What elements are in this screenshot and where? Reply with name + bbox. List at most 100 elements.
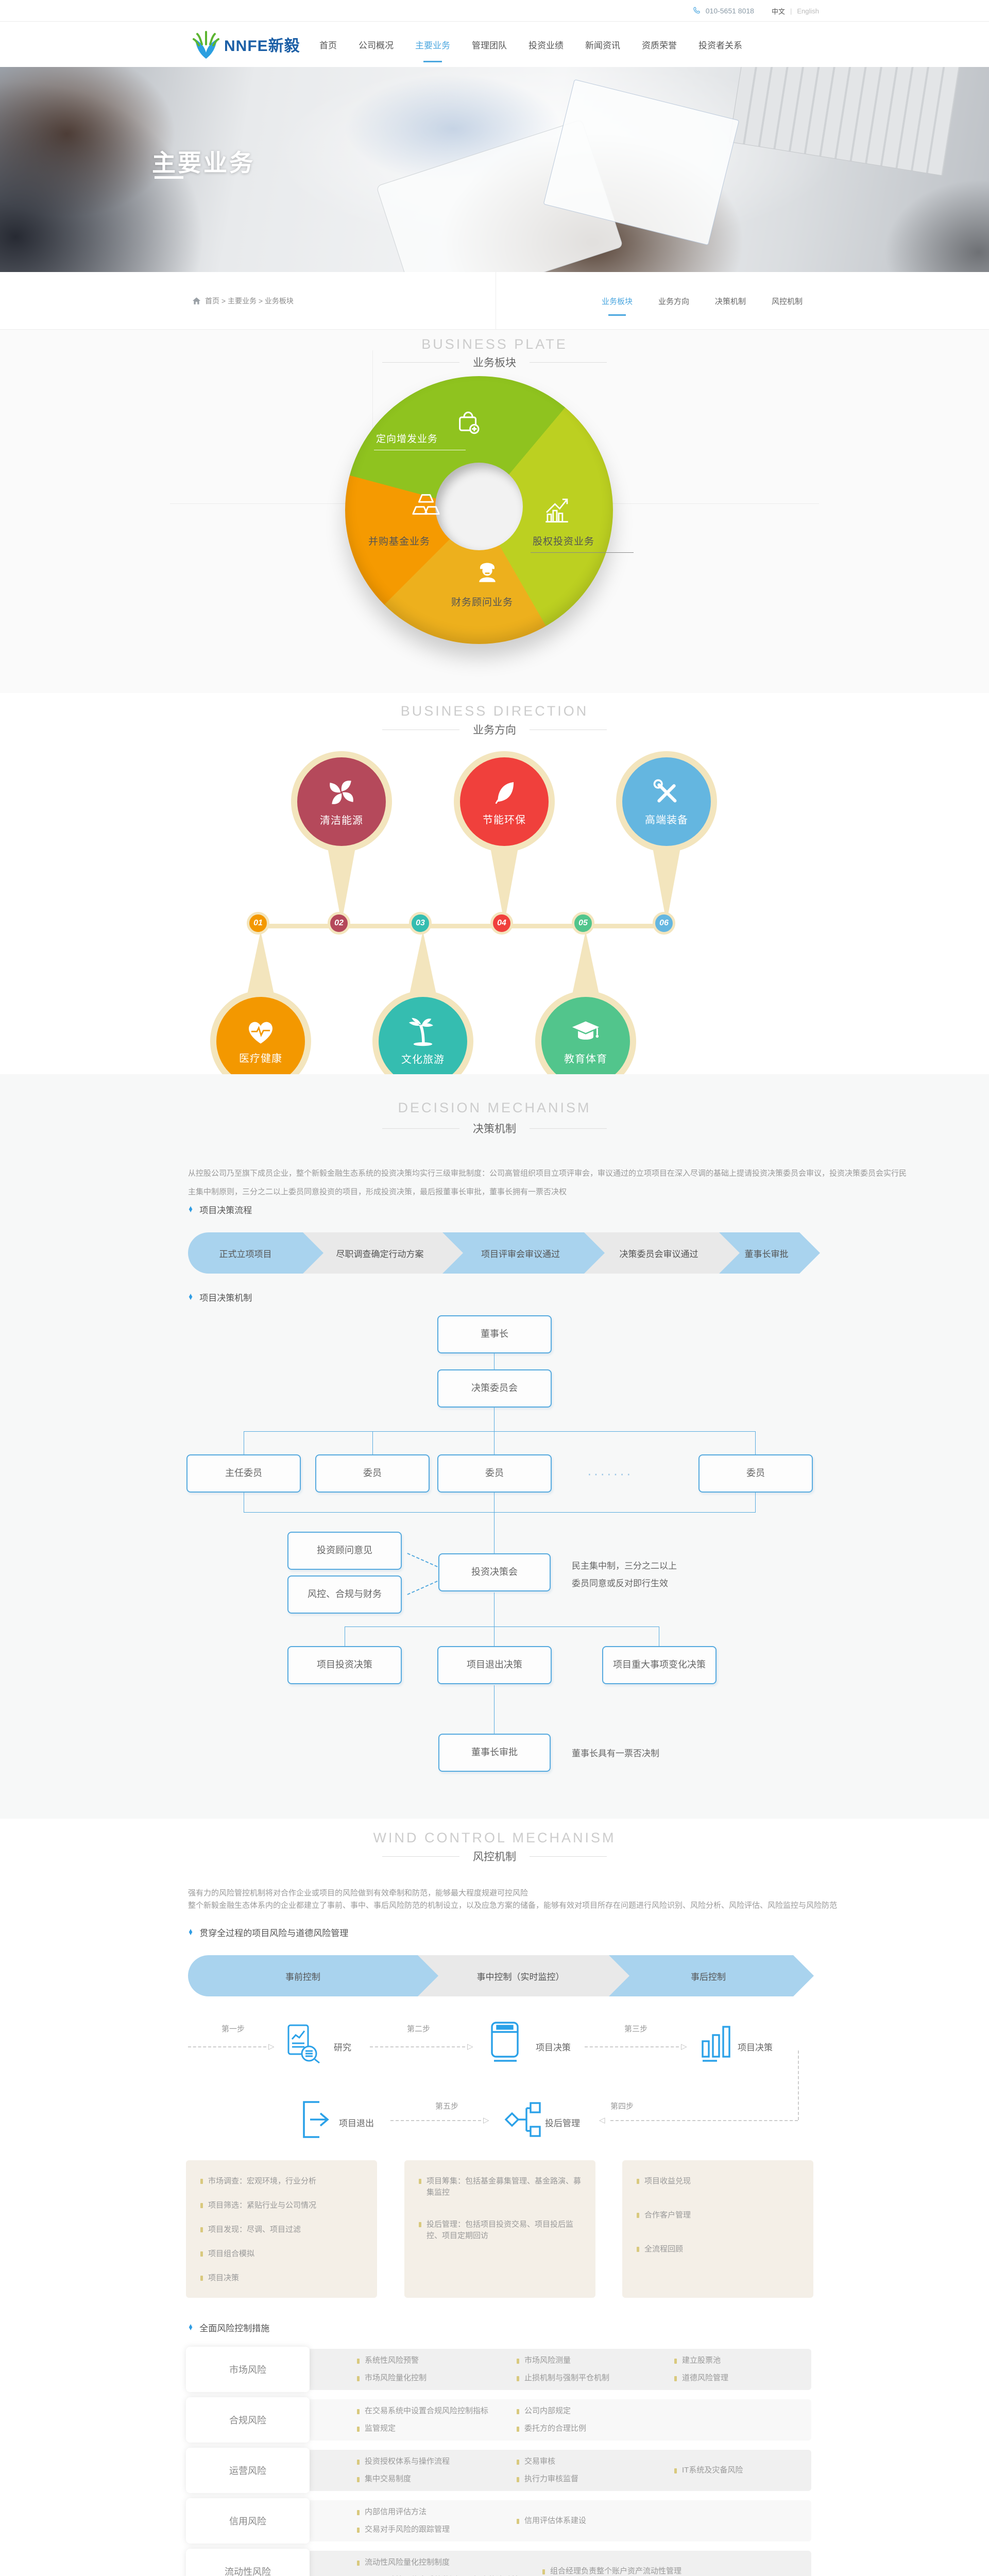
bullet-marker [674, 2376, 677, 2381]
main-nav: 首页 公司概况 主要业务 管理团队 投资业绩 新闻资讯 资质荣誉 投资者关系 [319, 22, 742, 67]
main-header: NNFE新毅 首页 公司概况 主要业务 管理团队 投资业绩 新闻资讯 资质荣誉 … [0, 22, 989, 67]
phone-number[interactable]: 010-5651 8018 [692, 6, 754, 15]
bullet-marker [517, 2477, 519, 2482]
subnav-business-direction[interactable]: 业务方向 [658, 297, 690, 306]
org-heading: ♦ 项目决策机制 [189, 1291, 252, 1303]
subnav-wind-control[interactable]: 风控机制 [772, 297, 803, 306]
connector [244, 1512, 756, 1513]
lang-cn-link[interactable]: 中文 [771, 7, 785, 15]
palm-tree-icon [408, 1018, 433, 1046]
bullet-marker [674, 2359, 677, 2364]
breadcrumb[interactable]: 首页 > 主要业务 > 业务板块 [192, 272, 294, 330]
risk-card-during: 项目筹集：包括基金募集管理、基金路演、募集监控 投后管理：包括项目投资交易、项目… [404, 2160, 595, 2298]
bullet-marker [200, 2179, 203, 2184]
breadcrumb-text: 首页 > 主要业务 > 业务板块 [205, 297, 294, 305]
step-name-post-manage: 投后管理 [545, 2119, 580, 2128]
arrow-right-icon: ▷ [268, 2042, 275, 2051]
connector [755, 1493, 756, 1512]
timeline-num-03: 03 [409, 912, 432, 935]
bullet-marker [637, 2213, 639, 2218]
step-label-2: 第二步 [407, 2025, 431, 2033]
bullet-marker [357, 2561, 360, 2566]
label-underline [531, 552, 634, 553]
nav-item-company[interactable]: 公司概况 [359, 40, 394, 50]
logo-text: NNFE新毅 [224, 38, 300, 55]
dashed-line [585, 2046, 679, 2047]
step-name-research: 研究 [334, 2043, 351, 2053]
risk-label: 合规风险 [186, 2397, 310, 2443]
approval-note: 董事长具有一票否决制 [572, 1749, 659, 1758]
dashed-arrow [407, 1553, 438, 1567]
bullet-marker [517, 2409, 519, 2414]
phase-during: 事中控制（实时监控） [418, 1955, 629, 1996]
nav-item-home[interactable]: 首页 [319, 40, 337, 50]
subnav-business-plate[interactable]: 业务板块 [602, 296, 633, 307]
heart-pulse-icon [249, 1022, 272, 1044]
org-box-chairman-approval: 董事长审批 [438, 1734, 551, 1772]
bullet-marker [357, 2409, 360, 2414]
wind-intro-2: 整个新毅金融生态体系内的企业都建立了事前、事中、事后风险防范的机制设立，以及应急… [188, 1901, 838, 1910]
wind-intro-1: 强有力的风险管控机制将对合作企业或项目的风险做到有效牵制和防范，能够最大程度规避… [188, 1889, 528, 1897]
step-name-decision-3: 项目决策 [738, 2043, 773, 2053]
timeline-num-04: 04 [490, 912, 513, 935]
breadcrumb-bar: 首页 > 主要业务 > 业务板块 业务板块 业务方向 决策机制 风控机制 [0, 272, 989, 330]
org-box-chairman: 董事长 [437, 1315, 552, 1353]
nav-item-team[interactable]: 管理团队 [472, 40, 507, 50]
decision-intro: 从控股公司乃至旗下成员企业，整个新毅金融生态系统的投资决策均实行三级审批制度：公… [188, 1169, 907, 1196]
org-box-invest-decision: 项目投资决策 [287, 1646, 402, 1684]
device-icon [491, 2022, 519, 2062]
nav-item-honor[interactable]: 资质荣誉 [642, 40, 677, 50]
plate-label-binggou: 并购基金业务 [368, 536, 431, 547]
graduation-cap-icon [572, 1021, 600, 1040]
timeline-num-06: 06 [653, 912, 675, 935]
bullet-marker [357, 2376, 360, 2381]
bag-plus-icon [459, 411, 480, 434]
nav-item-investor[interactable]: 投资者关系 [698, 40, 742, 50]
section-title-cn: 决策机制 [0, 1121, 989, 1136]
bullet-marker [200, 2276, 203, 2281]
plate-label-guquan: 股权投资业务 [533, 536, 595, 547]
hero-banner: 主要业务 [0, 67, 989, 272]
step-name-exit: 项目退出 [339, 2119, 374, 2128]
bullet-marker [542, 2569, 545, 2574]
bullet-marker [357, 2359, 360, 2364]
risk-row-liquidity: 流动性风险量化控制制度 运用风险管理信息系统监测股票组合的流动性 组合经理负责整… [186, 2549, 811, 2576]
flow-heading: ♦ 项目决策流程 [189, 1204, 252, 1215]
nav-item-news[interactable]: 新闻资讯 [585, 40, 620, 50]
pin-tail [327, 845, 356, 923]
bullet-marker [419, 2179, 421, 2184]
bullet-marker [200, 2227, 203, 2232]
section-business-direction: BUSINESS DIRECTION 业务方向 清洁能源 [0, 693, 989, 1092]
phone-icon [693, 7, 700, 14]
section-title-cn: 业务方向 [0, 722, 989, 737]
step-label-5: 第五步 [435, 2102, 459, 2111]
diamond-icon: ♦ [189, 2321, 193, 2333]
bullet-marker [517, 2460, 519, 2465]
dashed-arrow [407, 1581, 438, 1595]
bullet-marker [419, 2222, 421, 2227]
risk-step-flow: 第一步 ▷ 研究 第二步 ▷ [0, 1819, 989, 2576]
bullet-marker [674, 2468, 677, 2473]
nav-item-business[interactable]: 主要业务 [415, 38, 450, 51]
lang-divider: | [790, 7, 792, 15]
title-line [382, 1128, 459, 1129]
org-box-exit-decision: 项目退出决策 [437, 1646, 552, 1684]
risk-row-operation: 投资授权体系与操作流程 集中交易制度 交易审核 执行力审核监督 IT系统及灾备风… [186, 2448, 811, 2493]
subnav-decision-mechanism[interactable]: 决策机制 [715, 297, 746, 306]
section-title-en: BUSINESS PLATE [421, 336, 568, 352]
bullet-marker [200, 2251, 203, 2257]
title-underline [155, 176, 183, 179]
dashed-line [188, 2046, 266, 2047]
section-decision-mechanism: DECISION MECHANISM 决策机制 从控股公司乃至旗下成员企业，整个… [0, 1074, 989, 1819]
section-subnav: 业务板块 业务方向 决策机制 风控机制 [602, 272, 803, 330]
logo-leaf-icon [193, 31, 219, 59]
risk-card-after: 项目收益兑现 合作客户管理 全流程回顾 [622, 2160, 813, 2298]
logo[interactable]: NNFE新毅 [192, 29, 300, 60]
org-ellipsis: ······· [587, 1466, 633, 1481]
lang-en-link[interactable]: English [797, 7, 819, 15]
nav-item-performance[interactable]: 投资业绩 [528, 40, 564, 50]
bullet-marker [637, 2179, 639, 2184]
bullet-marker [357, 2427, 360, 2432]
title-line [530, 1128, 607, 1129]
dashed-line [390, 2120, 481, 2121]
